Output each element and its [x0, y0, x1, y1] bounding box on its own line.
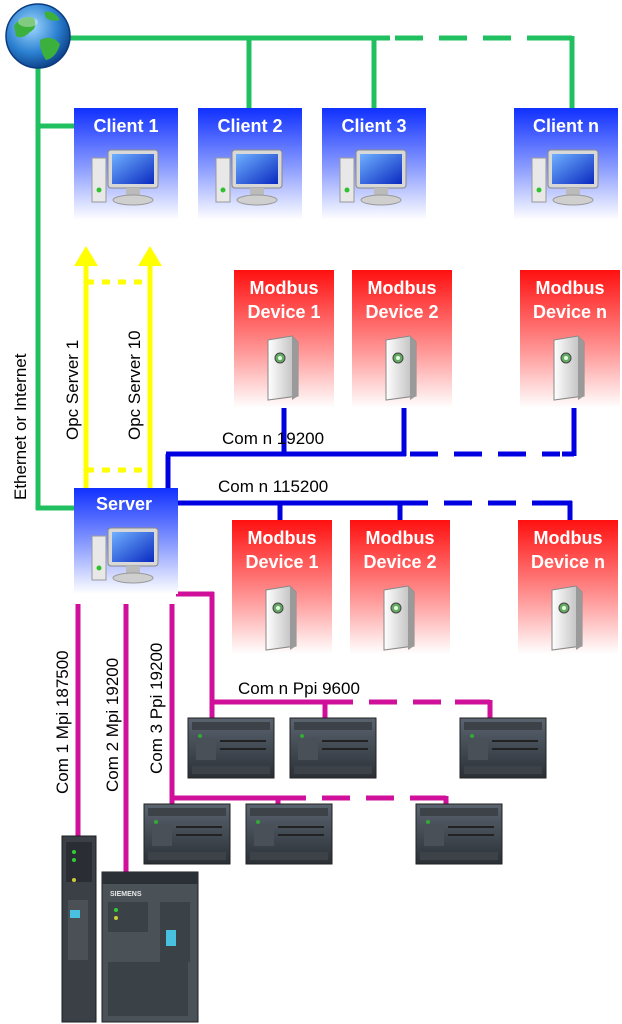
- computer-icon: [339, 149, 407, 206]
- server-node: Server: [74, 488, 178, 594]
- modbus-label: Device n: [531, 552, 605, 572]
- plc-icon: [143, 803, 231, 865]
- com2-mpi-label: Com 2 Mpi 19200: [103, 658, 122, 792]
- opc-server-1-label: Opc Server 1: [63, 340, 82, 440]
- ethernet-label: Ethernet or Internet: [11, 353, 30, 500]
- server-tower-icon: [385, 335, 417, 401]
- client-node: Client n: [514, 108, 618, 220]
- modbus-device: Modbus Device 2: [350, 520, 450, 654]
- plc-icon: [187, 717, 275, 779]
- ethernet-network: [35, 35, 575, 511]
- arrow-up-icon: [138, 246, 162, 266]
- com-ppi-9600-label: Com n Ppi 9600: [238, 679, 360, 698]
- modbus-label: Modbus: [366, 528, 435, 548]
- modbus-label: Device 1: [247, 302, 320, 322]
- plc-icon: [245, 803, 333, 865]
- plc-cpu-module: SIEMENS: [101, 871, 199, 1023]
- modbus-label: Device 1: [245, 552, 318, 572]
- computer-icon: [91, 527, 159, 584]
- plc-rack-module: [61, 835, 97, 1023]
- com3-ppi-label: Com 3 Ppi 19200: [147, 643, 166, 774]
- modbus-label: Device 2: [363, 552, 436, 572]
- modbus-label: Device n: [533, 302, 607, 322]
- modbus-label: Modbus: [536, 278, 605, 298]
- server-tower-icon: [553, 335, 585, 401]
- modbus-label: Device 2: [365, 302, 438, 322]
- brand-label: SIEMENS: [110, 891, 142, 898]
- plc-icon: [289, 717, 377, 779]
- modbus-label: Modbus: [368, 278, 437, 298]
- com-115200-label: Com n 115200: [218, 477, 328, 496]
- modbus-device: Modbus Device 2: [352, 270, 452, 408]
- com-19200-label: Com n 19200: [222, 429, 324, 448]
- server-tower-icon: [265, 585, 297, 651]
- modbus-device: Modbus Device n: [520, 270, 620, 408]
- modbus-device: Modbus Device n: [518, 520, 618, 654]
- client-node: Client 3: [322, 108, 426, 220]
- modbus-device: Modbus Device 1: [232, 520, 332, 654]
- client-label: Client n: [533, 116, 599, 136]
- opc-links: [83, 262, 153, 490]
- server-tower-icon: [383, 585, 415, 651]
- client-node: Client 1: [74, 108, 178, 220]
- plc-icon: [415, 803, 503, 865]
- computer-icon: [215, 149, 283, 206]
- plc-icon: [459, 717, 547, 779]
- modbus-network: [165, 408, 577, 520]
- com1-mpi-label: Com 1 Mpi 187500: [53, 650, 72, 794]
- modbus-label: Modbus: [248, 528, 317, 548]
- server-tower-icon: [551, 585, 583, 651]
- client-label: Client 2: [217, 116, 282, 136]
- modbus-label: Modbus: [534, 528, 603, 548]
- globe-icon: [5, 3, 71, 69]
- server-label: Server: [96, 494, 152, 514]
- opc-server-10-label: Opc Server 10: [125, 330, 144, 440]
- client-label: Client 3: [341, 116, 406, 136]
- modbus-device: Modbus Device 1: [234, 270, 334, 408]
- computer-icon: [91, 149, 159, 206]
- arrow-up-icon: [74, 246, 98, 266]
- server-tower-icon: [267, 335, 299, 401]
- modbus-label: Modbus: [250, 278, 319, 298]
- client-label: Client 1: [93, 116, 158, 136]
- client-node: Client 2: [198, 108, 302, 220]
- computer-icon: [531, 149, 599, 206]
